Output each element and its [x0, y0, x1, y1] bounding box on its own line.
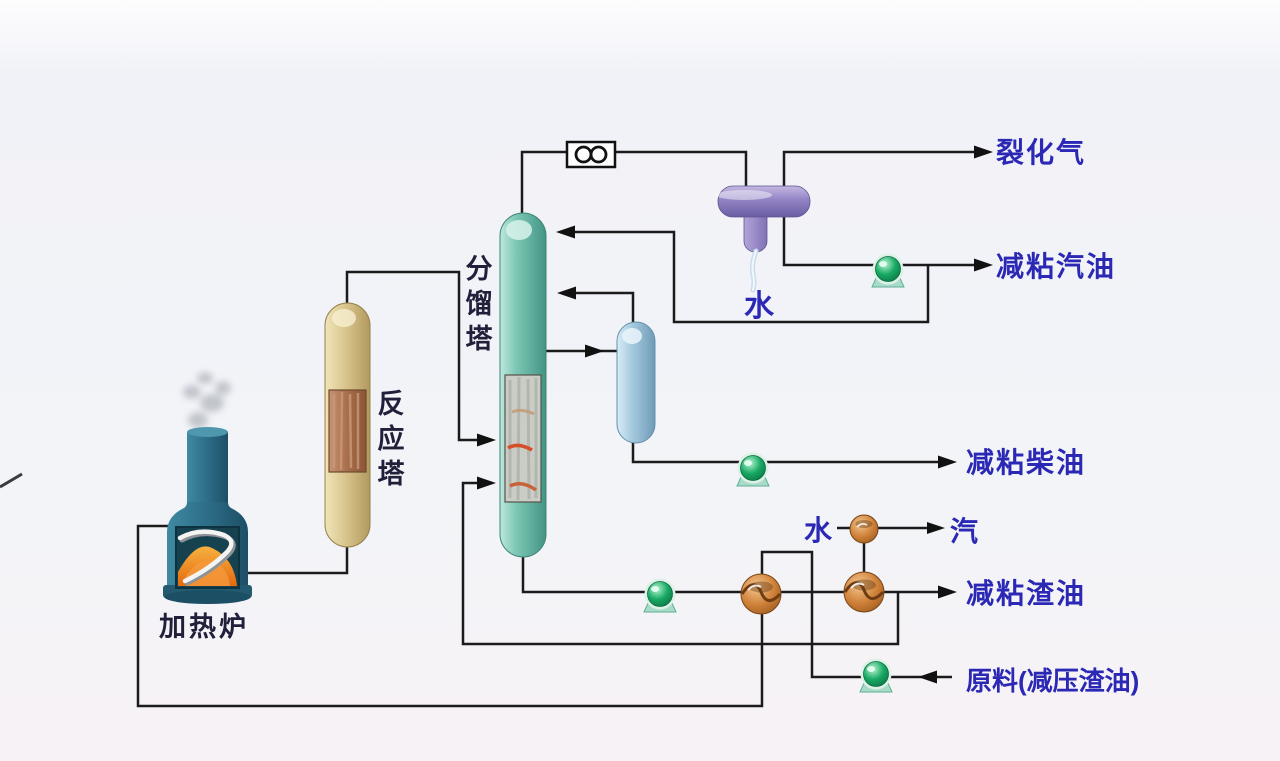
gasoline-pump — [871, 253, 905, 288]
diesel-pump — [736, 452, 770, 487]
reactor-label-char-2: 应 — [378, 423, 405, 454]
flow-arrows — [477, 145, 993, 684]
exchanger-glint — [747, 584, 762, 591]
pump-glint — [867, 666, 875, 672]
smoke — [183, 372, 231, 428]
pipe-cracked-gas — [782, 150, 976, 188]
heat-exchanger-1 — [740, 573, 782, 615]
stripper-highlight — [622, 328, 642, 344]
reactor-highlight — [332, 309, 356, 327]
fractionator-streak-3 — [511, 408, 535, 416]
flow-meter-loop-right — [589, 145, 608, 164]
heat-exchanger-2 — [843, 571, 885, 613]
arrow-vapor-into-tower — [557, 286, 576, 300]
fractionator-packing — [508, 376, 538, 501]
diesel-label: 减粘柴油 — [966, 447, 1086, 478]
fractionator-label-char-2: 馏 — [466, 289, 493, 319]
pipe-diesel-line — [631, 442, 940, 464]
exchanger-glint — [850, 582, 865, 589]
pump-ball — [875, 256, 901, 282]
arrow-diesel — [938, 455, 957, 469]
flow-meter — [565, 140, 617, 169]
reactor-label-char-1: 反 — [378, 389, 405, 419]
pipe-feed-to-furnace — [136, 524, 952, 708]
reactor-label: 反 应 塔 — [378, 389, 406, 489]
fractionator-streak-1 — [507, 443, 533, 452]
pump-ball — [863, 661, 889, 687]
reactor-label-char-3: 塔 — [378, 459, 406, 489]
pipe-residue-line — [521, 552, 940, 594]
exchanger-tube — [843, 581, 885, 600]
fractionator-streak-2 — [509, 482, 538, 492]
exchanger-water-label: 水 — [804, 515, 834, 546]
reactor-column — [324, 302, 371, 548]
fractionator-column — [499, 212, 547, 558]
steam-label: 汽 — [950, 516, 980, 547]
pipe-tower-top-to-meter — [520, 150, 567, 215]
pipe-reflux-branch — [560, 230, 930, 324]
stripper-column — [616, 321, 656, 444]
furnace-stack-top — [187, 427, 228, 437]
pipe-meter-to-condenser — [615, 150, 748, 188]
fractionator-label-char-3: 塔 — [466, 324, 494, 354]
condenser — [716, 185, 811, 293]
pipe-condenser-to-gasoline-pump — [782, 214, 976, 267]
pump-glint — [744, 460, 752, 466]
pump-glint — [879, 261, 887, 267]
fractionator-label: 分 馏 塔 — [466, 254, 494, 354]
arrow-residue — [938, 585, 957, 599]
pipe-quench-recycle — [461, 481, 900, 646]
pump-glint — [651, 586, 659, 592]
condenser-drum — [717, 185, 811, 218]
furnace-stack — [187, 432, 228, 505]
equipment-labels: 加热炉 反 应 塔 分 馏 塔 — [159, 254, 494, 642]
arrow-into-stripper — [585, 344, 604, 358]
arrow-reflux-into-tower — [556, 225, 575, 239]
furnace — [163, 372, 252, 604]
exchanger-tube — [740, 583, 782, 602]
reactor-packing-streaks — [332, 391, 360, 471]
pump-ball — [647, 581, 673, 607]
stream-labels: 裂化气 减粘汽油 减粘柴油 汽 减粘渣油 原料(减压渣油) 水 水 — [744, 137, 1139, 696]
feed-label: 原料(减压渣油) — [966, 666, 1139, 696]
pump-ball — [740, 455, 766, 481]
residue-label: 减粘渣油 — [966, 578, 1086, 609]
arrow-steam — [927, 522, 945, 534]
exchanger-shell — [849, 514, 879, 544]
fractionator-label-char-1: 分 — [466, 254, 493, 284]
pipe-furnace-to-reactor — [246, 547, 349, 575]
exchanger-glint — [856, 522, 868, 528]
arrow-recycle-into-tower — [477, 476, 496, 490]
arrow-cracked-gas — [974, 145, 993, 159]
feed-pump — [859, 658, 893, 693]
fractionator-highlight — [506, 220, 532, 240]
cracked-gas-label: 裂化气 — [996, 137, 1086, 168]
condenser-highlight — [716, 190, 772, 200]
arrow-feed-into-tower — [477, 433, 496, 447]
arrow-gasoline — [974, 258, 993, 272]
pipe-stripper-vapor-return — [561, 291, 635, 323]
arrow-feed-inlet — [918, 670, 937, 684]
furnace-coil — [177, 529, 234, 584]
condenser-water-label: 水 — [744, 290, 776, 323]
gasoline-label: 减粘汽油 — [996, 251, 1116, 282]
piping-lines — [136, 150, 976, 708]
stripper-shell — [616, 321, 656, 444]
steam-generator — [849, 514, 879, 544]
residue-pump — [643, 578, 677, 613]
condenser-water-jet-core — [751, 250, 757, 291]
stray-mark — [0, 472, 23, 489]
furnace-label: 加热炉 — [159, 612, 249, 642]
furnace-base-shadow — [164, 590, 251, 604]
pipe-reactor-to-tower-feed — [345, 270, 480, 442]
